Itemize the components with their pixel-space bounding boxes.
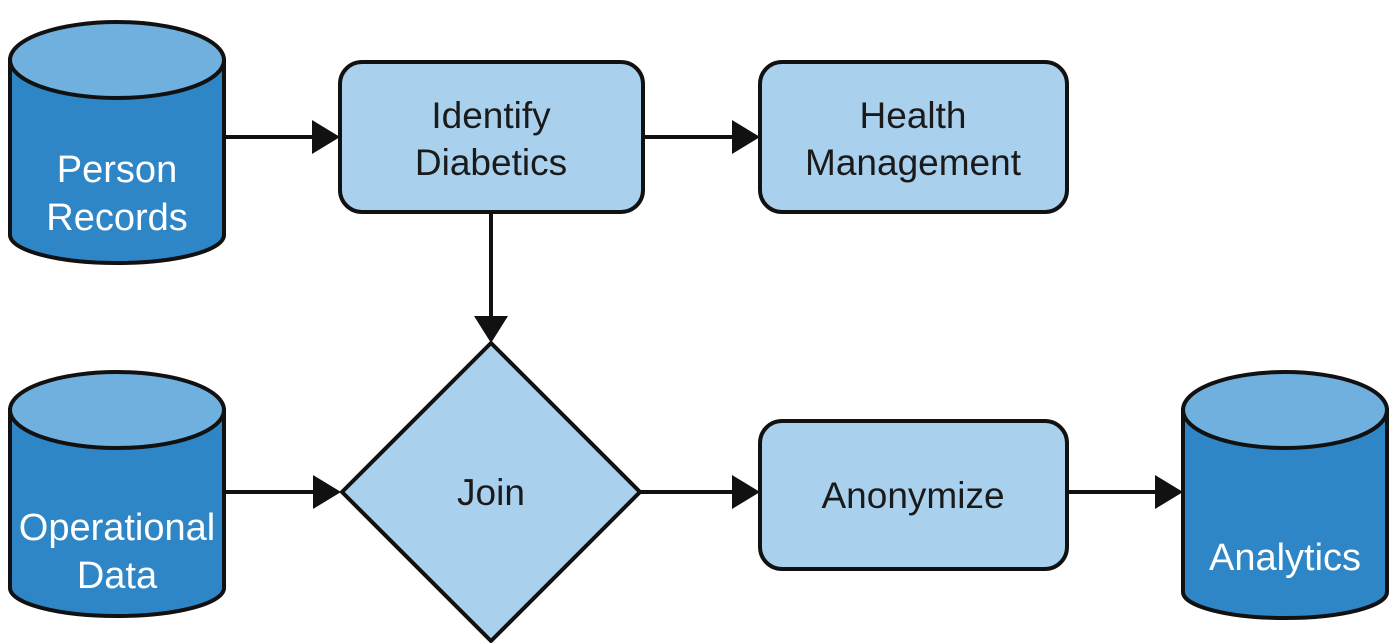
analytics-datastore: Analytics (1181, 370, 1389, 620)
arrow-operational-data-to-join (224, 475, 341, 509)
connectors (224, 120, 1183, 509)
identify-diabetics-label-line1: Identify (431, 95, 551, 136)
health-management-label-line2: Management (805, 142, 1022, 183)
anonymize-label: Anonymize (821, 475, 1004, 516)
person-records-label-line1: Person (57, 149, 177, 191)
operational-data-datastore: Operational Data (8, 370, 226, 618)
anonymize-process: Anonymize (758, 419, 1069, 571)
arrow-join-to-anonymize (640, 475, 760, 509)
arrow-anonymize-to-analytics (1067, 475, 1183, 509)
identify-diabetics-process: Identify Diabetics (338, 60, 645, 214)
arrow-person-records-to-identify-diabetics (224, 120, 340, 154)
person-records-datastore: Person Records (8, 20, 226, 265)
arrow-identify-diabetics-to-health-management (643, 120, 760, 154)
join-label: Join (457, 472, 525, 513)
join-decision: Join (340, 341, 642, 643)
identify-diabetics-label-line2: Diabetics (415, 142, 567, 183)
person-records-label-line2: Records (46, 197, 188, 239)
health-management-process: Health Management (758, 60, 1069, 214)
health-management-label-line1: Health (860, 95, 967, 136)
analytics-label: Analytics (1209, 537, 1361, 579)
arrow-identify-diabetics-to-join (474, 213, 508, 343)
operational-data-label-line1: Operational (19, 507, 215, 549)
operational-data-label-line2: Data (77, 555, 158, 597)
